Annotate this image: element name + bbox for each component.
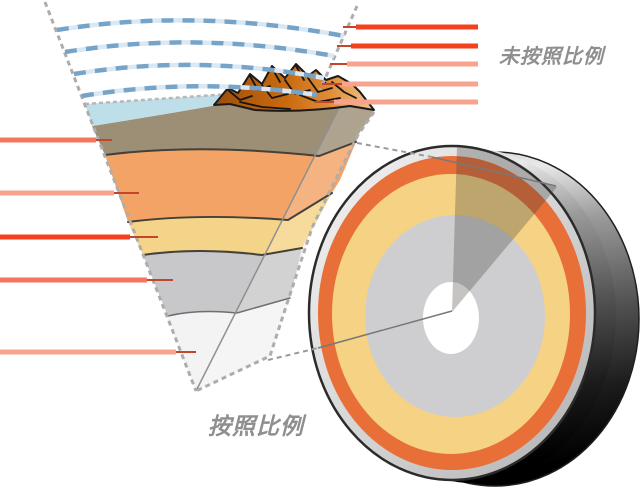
boundary-crust-mantle [104, 141, 357, 158]
boundary-upper-lower-mantle [127, 192, 333, 223]
wedge-surface-rim [84, 92, 231, 106]
disk-cut-sector [452, 147, 557, 312]
earth-disk-to-scale [307, 144, 640, 487]
disk-inner-core [423, 282, 479, 354]
atmosphere-arc-1-highlight [56, 18, 345, 39]
wedge-right-silhouette [195, 111, 376, 393]
label-not-to-scale: 未按照比例 [499, 46, 604, 68]
boundary-mantle-outer-core [142, 247, 303, 257]
leader-lines-top-right [315, 24, 478, 105]
atmosphere-arc-4-highlight [81, 84, 318, 99]
leader-left-5 [0, 349, 176, 355]
connector-top-dashed [356, 142, 433, 158]
atmosphere-arc-2-highlight [64, 40, 335, 59]
atmosphere-arc-3-highlight [73, 62, 325, 81]
label-to-scale: 按照比例 [208, 413, 304, 439]
leader-top-3 [347, 61, 478, 67]
atmosphere-arc-4 [81, 84, 318, 99]
leader-left-3 [0, 234, 130, 240]
wedge-lower-mantle [128, 193, 332, 255]
wedge-upper-mantle [105, 142, 356, 222]
leader-lines-left [0, 137, 196, 355]
connector-bottom-solid [317, 310, 453, 349]
wedge-interior-corner-line [195, 91, 348, 392]
wedge-outer-core [143, 248, 302, 316]
wedge-layer-boundaries [104, 141, 357, 317]
leader-top-4 [342, 81, 478, 87]
atmosphere-arcs [56, 18, 345, 99]
wedge-right-face-shade [196, 92, 374, 391]
atmosphere-arc-3 [73, 62, 325, 81]
wedge-disk-connectors [267, 142, 557, 361]
leader-top-5 [334, 99, 478, 105]
leader-left-2 [0, 190, 114, 196]
earth-wedge-not-to-scale [43, 1, 376, 393]
connector-top-solid [431, 156, 557, 187]
leader-top-2 [351, 43, 478, 49]
wedge-dashed-edges [43, 1, 376, 393]
leader-left-4 [0, 277, 147, 283]
leader-top-1 [356, 24, 478, 30]
wedge-left-edge [43, 1, 198, 392]
leader-left-1 [0, 137, 96, 143]
wedge-right-edge [318, 5, 359, 91]
atmosphere-arc-2 [64, 40, 335, 59]
connector-bottom-dashed [267, 347, 319, 361]
boundary-outer-inner-core [167, 297, 291, 317]
